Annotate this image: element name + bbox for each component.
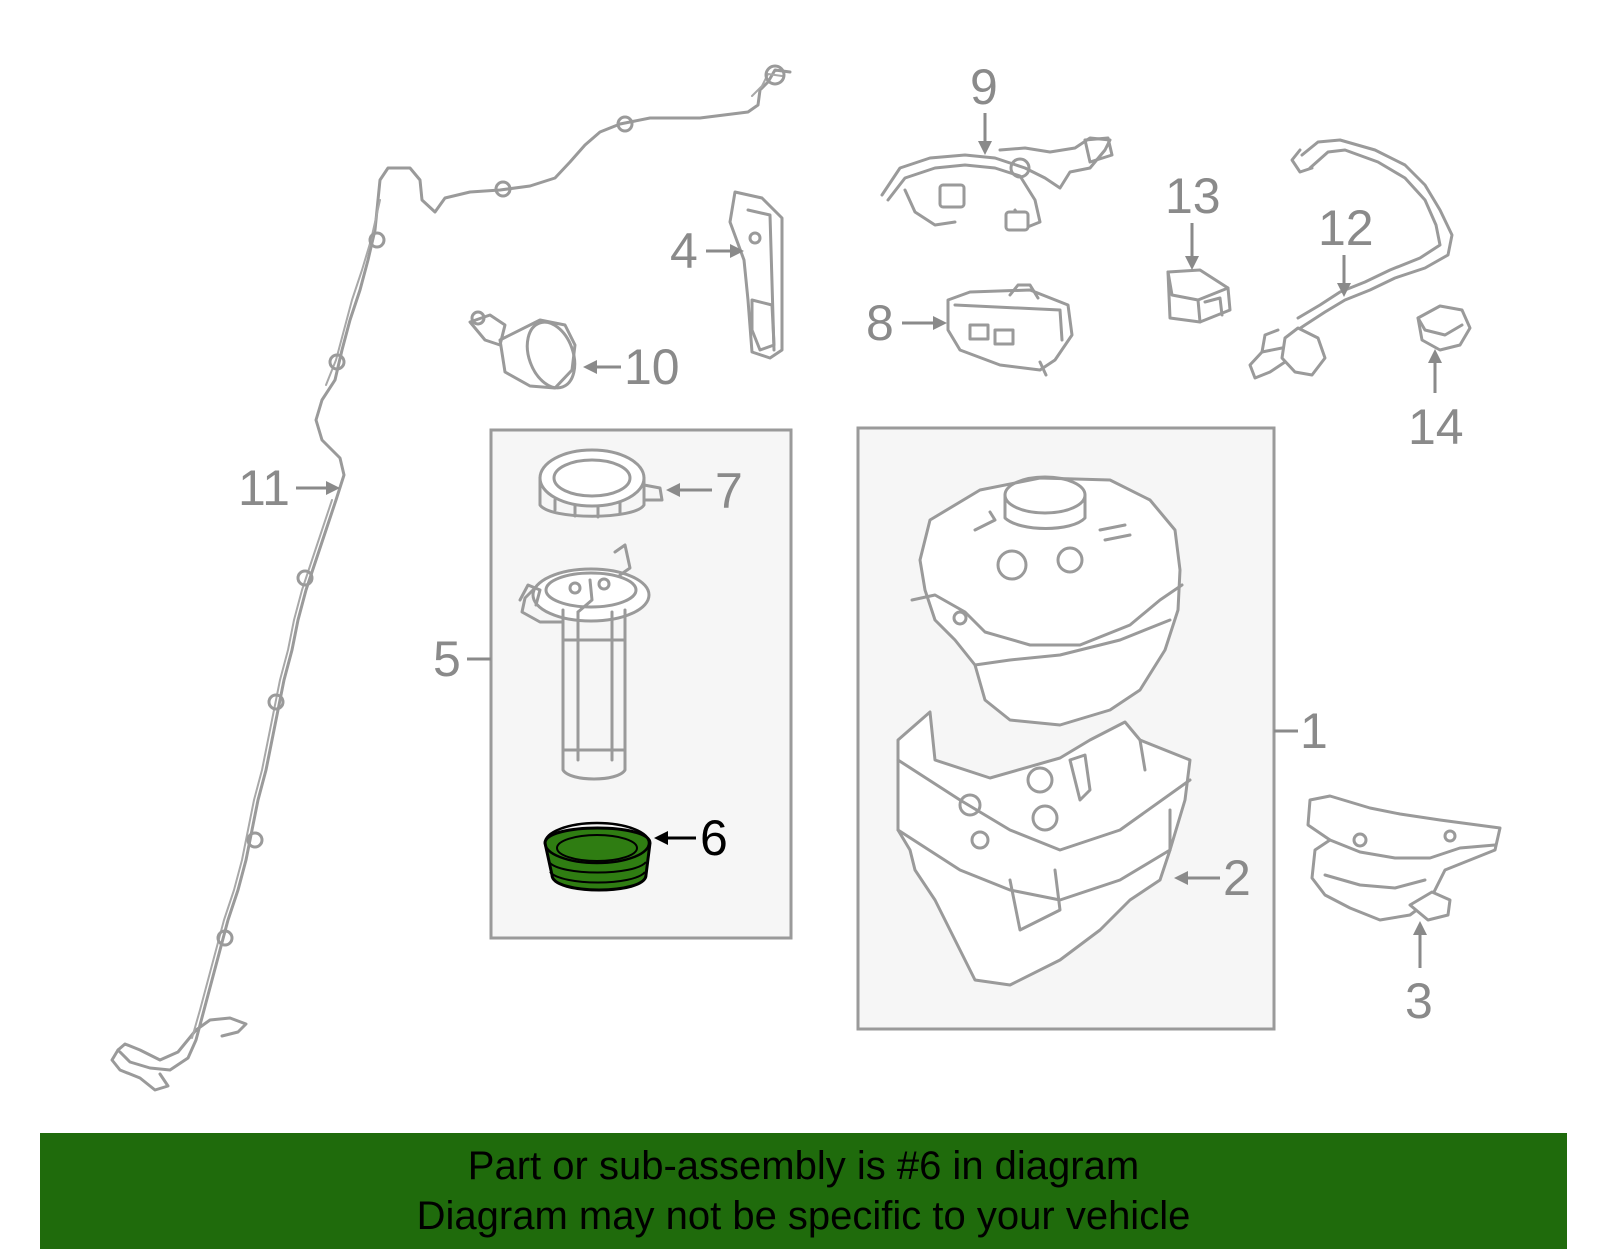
callout-2: 2 — [1223, 850, 1251, 906]
callout-12: 12 — [1318, 200, 1374, 256]
callout-9: 9 — [970, 59, 998, 115]
callout-14: 14 — [1408, 399, 1464, 455]
part-7-lock-ring[interactable] — [538, 448, 664, 519]
part-3-bracket[interactable] — [1306, 794, 1502, 922]
part-2-shield[interactable] — [896, 710, 1192, 987]
callout-8: 8 — [866, 295, 894, 351]
part-1-tank[interactable] — [910, 475, 1184, 727]
part-10-filter[interactable] — [468, 310, 583, 394]
part-11-hose[interactable] — [110, 64, 792, 1092]
callout-11: 11 — [238, 460, 290, 516]
callout-1: 1 — [1300, 703, 1328, 759]
callout-13: 13 — [1165, 168, 1221, 224]
part-6-seal[interactable] — [543, 821, 652, 892]
part-12-vent-hose[interactable] — [1248, 138, 1454, 380]
callout-7: 7 — [715, 463, 743, 519]
part-5-pump-module[interactable] — [518, 543, 651, 781]
callout-10: 10 — [624, 339, 680, 395]
callout-6: 6 — [700, 810, 728, 866]
banner-line-1: Part or sub-assembly is #6 in diagram — [467, 1144, 1140, 1188]
callout-4: 4 — [670, 223, 698, 279]
part-6-seal-body — [543, 826, 652, 892]
part-4-bracket[interactable] — [728, 190, 784, 360]
part-13-connector[interactable] — [1166, 268, 1232, 324]
part-14-cap[interactable] — [1416, 304, 1472, 352]
banner-line-2: Diagram may not be specific to your vehi… — [416, 1194, 1191, 1238]
part-9-harness[interactable] — [880, 136, 1114, 232]
part-8-module[interactable] — [946, 283, 1074, 377]
leaders — [296, 113, 1442, 968]
callout-5: 5 — [433, 631, 461, 687]
info-banner: Part or sub-assembly is #6 in diagram Di… — [40, 1133, 1567, 1249]
callout-3: 3 — [1405, 973, 1433, 1029]
